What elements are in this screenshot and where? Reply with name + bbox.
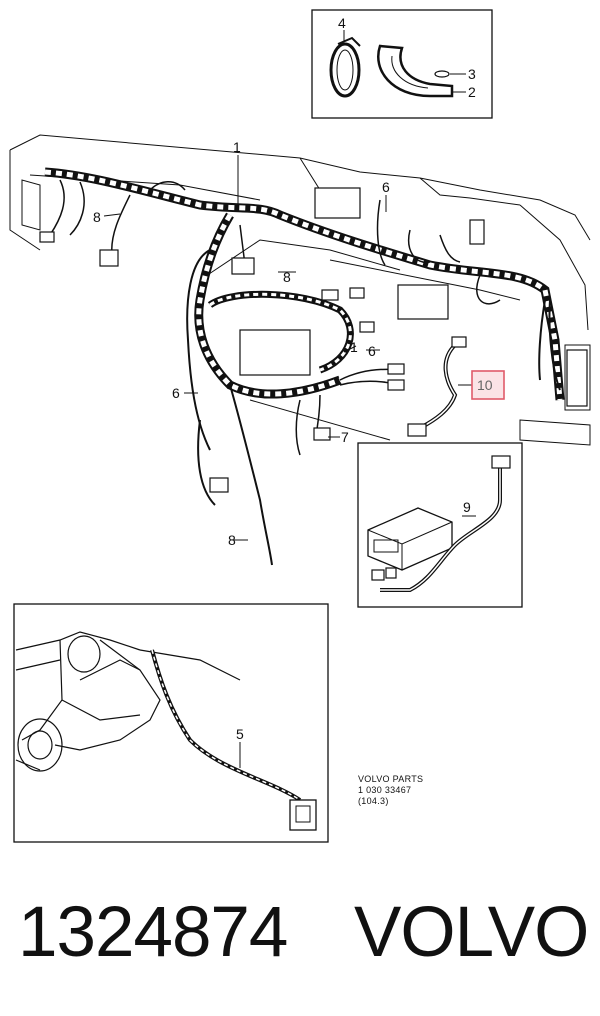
callout-1: 1 xyxy=(233,139,241,155)
stamp-line-3: (104.3) xyxy=(358,796,389,806)
leader-lines xyxy=(103,155,472,541)
callout-2: 2 xyxy=(468,84,476,100)
callout-3: 3 xyxy=(468,66,476,82)
main-harness xyxy=(44,167,565,566)
module-inset xyxy=(357,442,523,608)
callout-8-bottom: 8 xyxy=(228,532,236,548)
callout-4: 4 xyxy=(338,15,346,31)
wiring-harness-diagram: 4 3 2 xyxy=(9,9,591,843)
callout-8-left: 8 xyxy=(93,209,101,225)
callout-9: 9 xyxy=(463,499,471,515)
stamp-line-1: VOLVO PARTS xyxy=(358,774,423,784)
callout-5: 5 xyxy=(236,726,244,742)
callout-10: 10 xyxy=(477,377,493,393)
axle-inset xyxy=(13,603,329,843)
part-number: 1324874 xyxy=(18,893,288,972)
connectors xyxy=(39,187,588,493)
callout-6-mid: 6 xyxy=(368,343,376,359)
clamp-inset xyxy=(311,9,493,119)
brand-name: VOLVO xyxy=(354,893,589,972)
callout-6-left: 6 xyxy=(172,385,180,401)
callout-8-mid: 8 xyxy=(283,269,291,285)
callout-6-top: 6 xyxy=(382,179,390,195)
callout-1-lower: 1 xyxy=(350,339,358,355)
highlight-box-10 xyxy=(471,370,505,400)
callout-7: 7 xyxy=(341,429,349,445)
stamp-line-2: 1 030 33467 xyxy=(358,785,411,795)
